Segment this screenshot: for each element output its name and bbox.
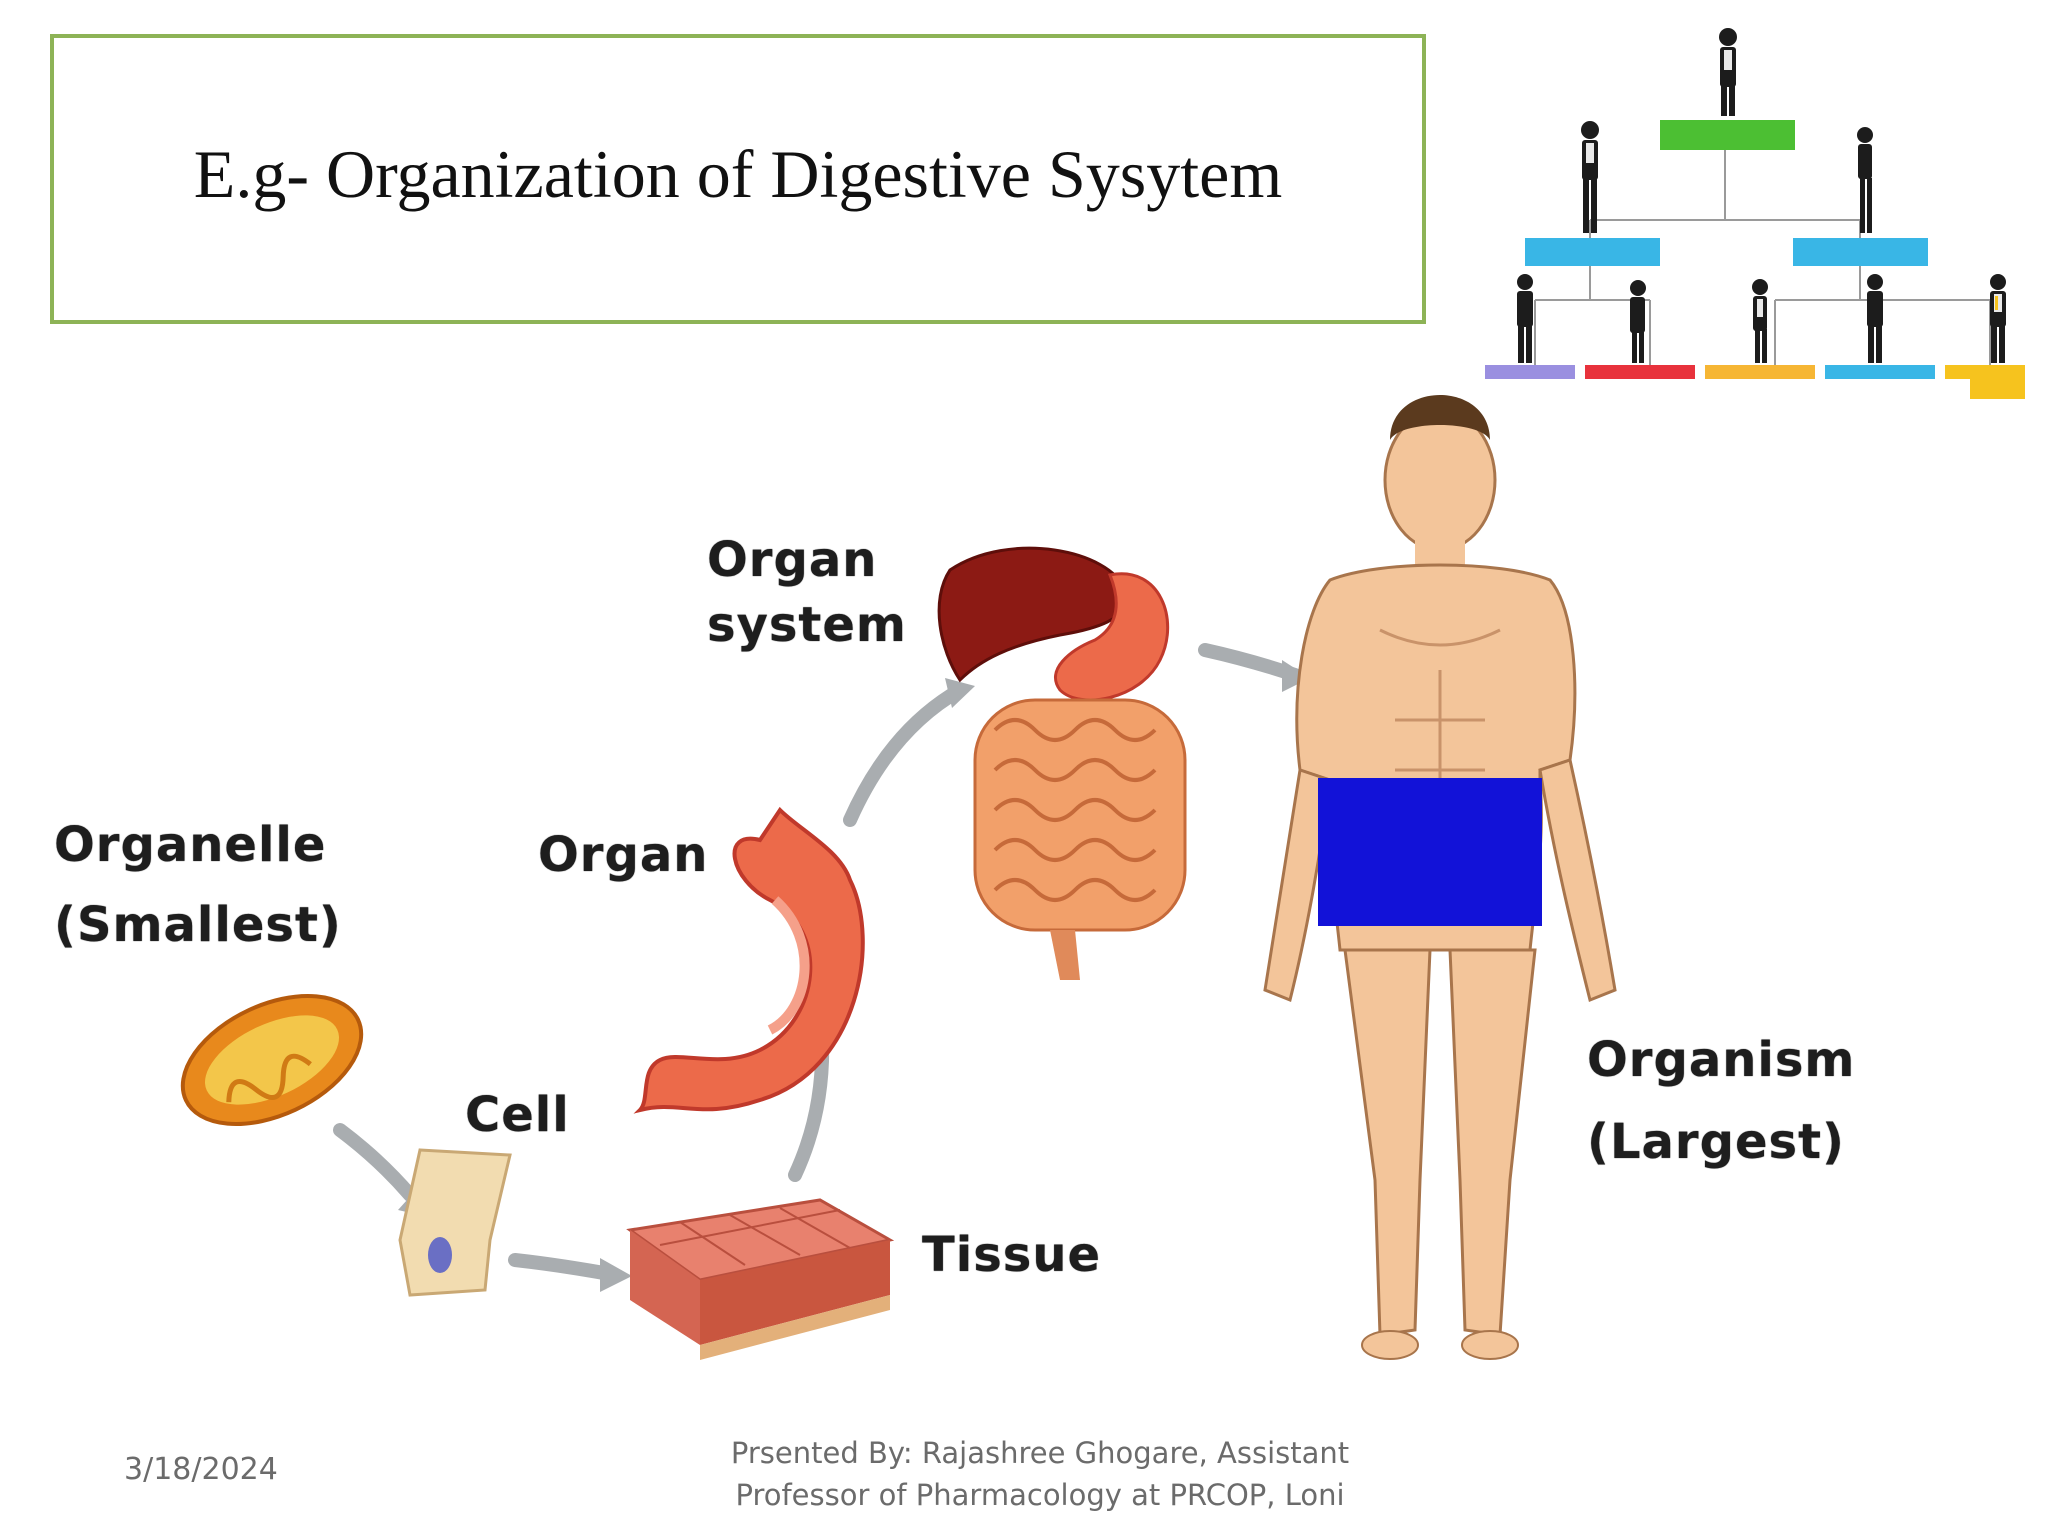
label-organ-system-line1: Organ (707, 532, 878, 588)
digestive-system-icon (937, 546, 1187, 980)
human-body-icon (1263, 395, 1617, 1360)
slide-date: 3/18/2024 (124, 1452, 278, 1487)
arrow-system-to-organism (1198, 643, 1302, 682)
credit-line-2: Professor of Pharmacology at PRCOP, Loni (735, 1478, 1345, 1512)
label-organelle: Organelle (54, 817, 327, 873)
organization-diagram: Organelle (Smallest) Cell Tissue Organ O… (0, 360, 2048, 1410)
credit-line-1: Prsented By: Rajashree Ghogare, Assistan… (730, 1436, 1350, 1470)
censor-block (1318, 778, 1542, 926)
label-organ: Organ (538, 827, 709, 883)
org-chart-illustration (1485, 28, 2025, 399)
slide-title: E.g- Organization of Digestive Sysytem (193, 135, 1283, 212)
tissue-icon (626, 1198, 895, 1360)
label-organ-system-line2: system (707, 597, 907, 653)
presenter-credit: Prsented By: Rajashree Ghogare, Assistan… (690, 1432, 1390, 1516)
stomach-icon (633, 806, 865, 1114)
label-organism-note: (Largest) (1587, 1114, 1845, 1170)
mitochondrion-icon (180, 993, 364, 1127)
arrow-organelle-to-cell (333, 1123, 417, 1202)
label-organelle-note: (Smallest) (54, 897, 342, 953)
diagram-illustration (180, 395, 1617, 1360)
label-cell: Cell (465, 1087, 570, 1143)
label-organism: Organism (1587, 1032, 1856, 1088)
cell-icon (398, 1148, 512, 1297)
title-box: E.g- Organization of Digestive Sysytem (50, 34, 1426, 324)
arrow-organ-to-system (843, 683, 967, 827)
label-tissue: Tissue (922, 1227, 1102, 1283)
